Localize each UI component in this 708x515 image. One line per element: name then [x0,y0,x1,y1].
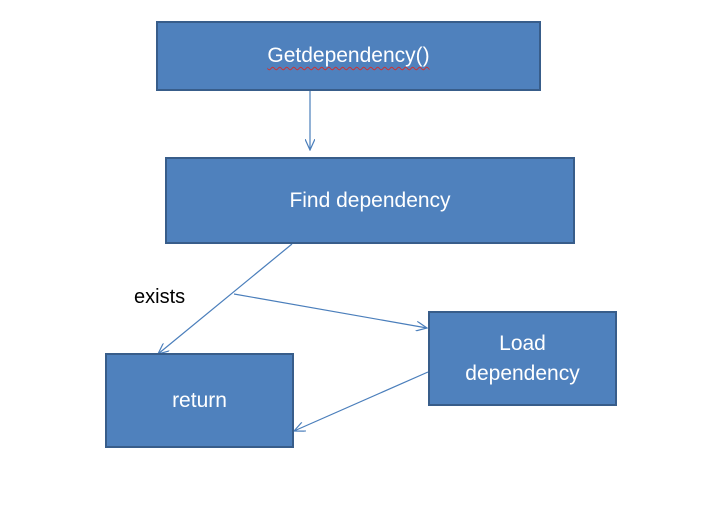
node-find-dependency: Find dependency [165,157,575,244]
node-load-dependency: Load dependency [428,311,617,406]
edge-label-exists: exists [134,286,186,308]
node-return-label: return [172,388,227,412]
node-find-dependency-label: Find dependency [289,188,451,212]
arrow-branch-to-load [233,293,427,328]
arrow-find-to-return [158,243,293,354]
node-getdependency: Getdependency() [156,21,541,91]
arrow-load-to-return [294,371,429,431]
node-load-dependency-label-line2: dependency [465,361,580,385]
node-getdependency-label: Getdependency() [267,44,430,67]
node-return: return [105,353,294,448]
node-load-dependency-label-line1: Load [499,331,546,355]
